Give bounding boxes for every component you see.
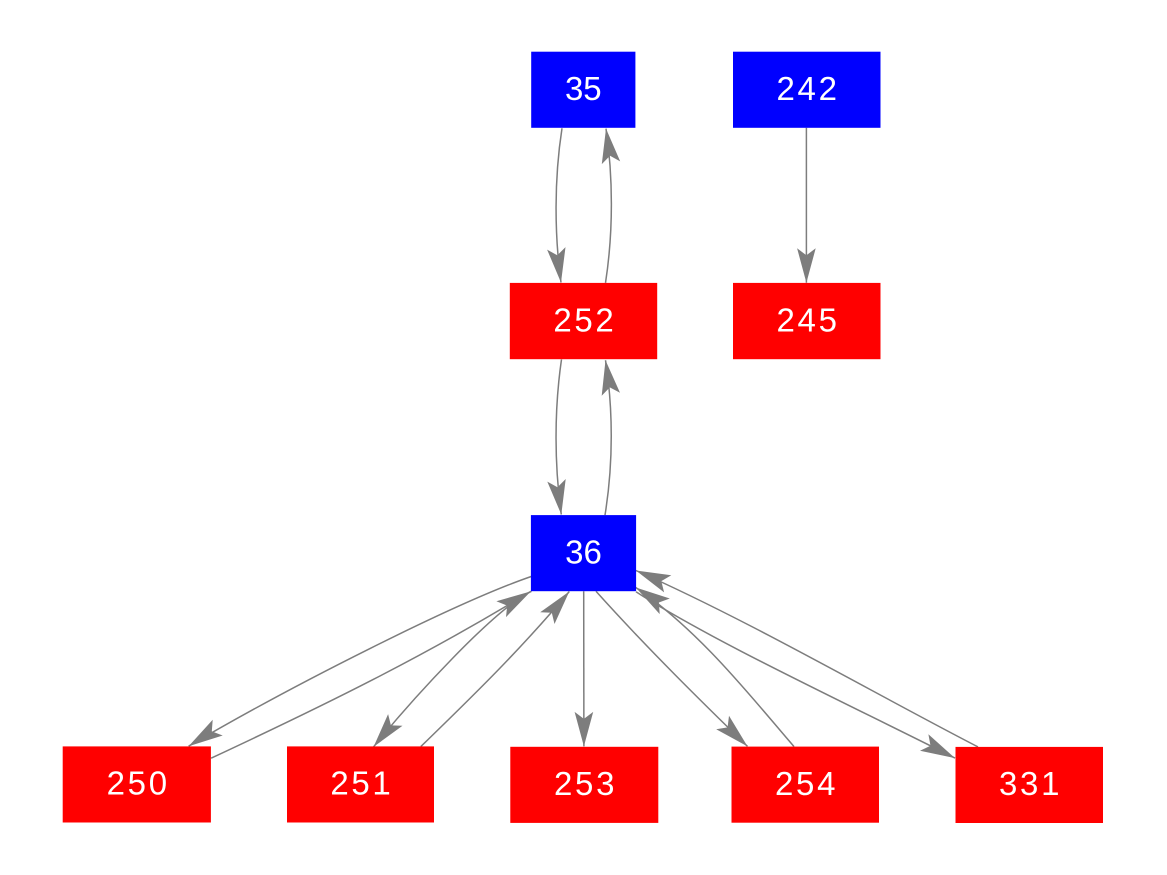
svg-text:331: 331 (999, 765, 1062, 802)
svg-text:35: 35 (565, 70, 602, 107)
svg-text:251: 251 (330, 765, 393, 802)
svg-text:253: 253 (554, 765, 617, 802)
svg-text:36: 36 (565, 533, 602, 570)
svg-text:252: 252 (553, 301, 616, 338)
svg-text:245: 245 (777, 301, 840, 338)
svg-text:242: 242 (777, 70, 840, 107)
svg-text:254: 254 (775, 765, 838, 802)
svg-text:250: 250 (107, 765, 170, 802)
